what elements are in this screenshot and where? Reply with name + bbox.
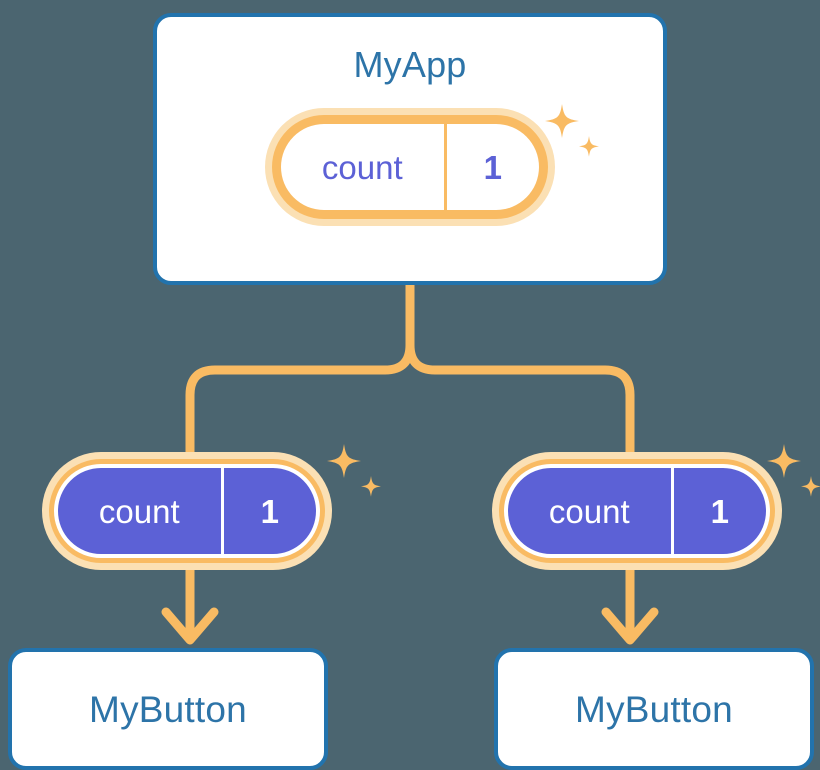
component-title-myapp: MyApp <box>353 44 467 85</box>
component-card-mybutton-right[interactable]: MyButton <box>494 648 814 770</box>
state-pill-mybutton-left[interactable]: count 1 <box>42 452 332 570</box>
state-pill-divider <box>220 468 224 554</box>
arrow-right-head <box>601 607 659 645</box>
state-value-label: 1 <box>710 492 729 530</box>
state-pill-mybutton-right[interactable]: count 1 <box>492 452 782 570</box>
state-pill-divider <box>443 124 447 210</box>
state-value-label: 1 <box>483 148 502 186</box>
component-card-mybutton-left[interactable]: MyButton <box>8 648 328 770</box>
component-title-mybutton: MyButton <box>89 688 247 730</box>
connector-left-branch <box>185 280 415 457</box>
state-value-label: 1 <box>260 492 279 530</box>
state-key-label: count <box>321 148 403 186</box>
state-key-label: count <box>98 492 180 530</box>
arrow-left-head <box>161 607 219 645</box>
state-pill-divider <box>670 468 674 554</box>
state-pill-myapp[interactable]: count 1 <box>265 108 555 226</box>
state-key-label: count <box>548 492 630 530</box>
component-title-mybutton: MyButton <box>575 688 733 730</box>
connector-right-branch <box>405 280 635 457</box>
